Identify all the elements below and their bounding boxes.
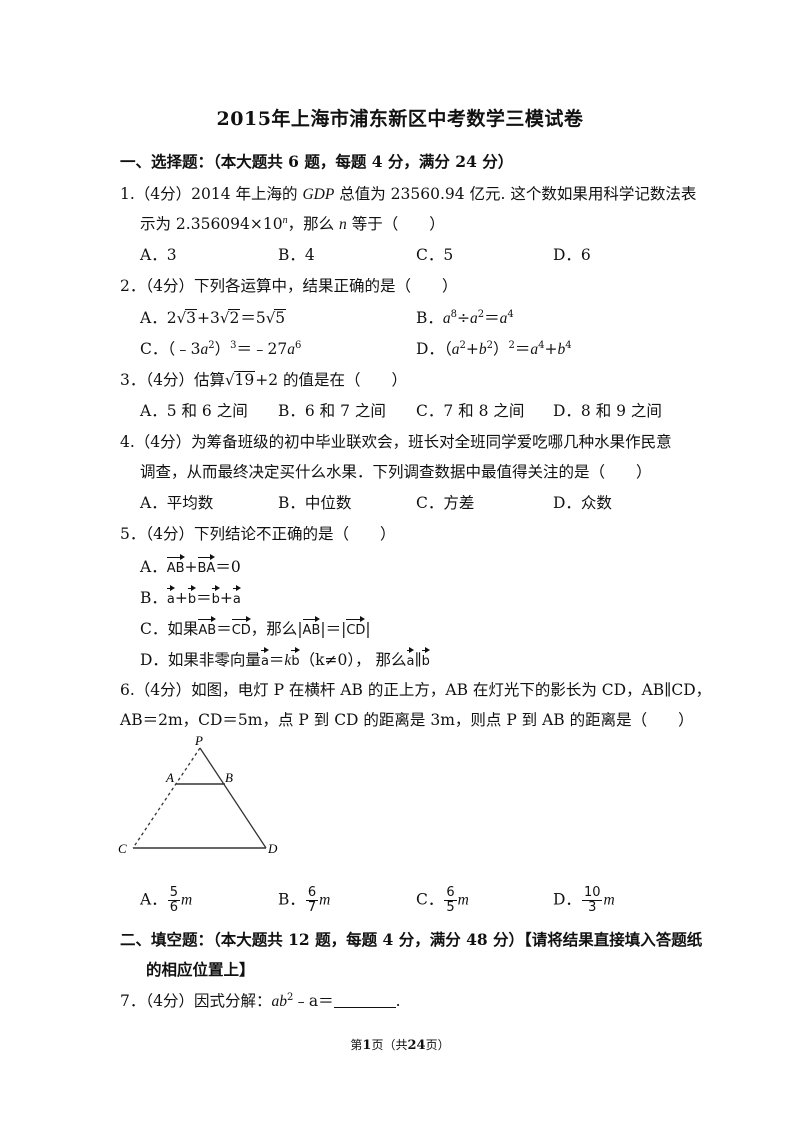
line-pc	[132, 747, 201, 849]
section-2-heading-line-1: 二、填空题：（本大题共 12 题，每题 4 分，满分 48 分）【请将结果直接填…	[120, 930, 703, 949]
question-1-line-2: 示为 2.356094×10n，那么 n 等于（ ）	[140, 215, 445, 233]
question-1-line-1: 1.（4分）2014 年上海的 GDP 总值为 23560.94 亿元. 这个数…	[120, 185, 697, 203]
q3-option-c[interactable]: C．7 和 8 之间	[416, 402, 525, 420]
q5-option-a[interactable]: A．AB+BA＝0	[140, 554, 241, 579]
section-2-heading-line-2: 的相应位置上】	[146, 960, 255, 979]
question-4-line-2: 调查，从而最终决定买什么水果．下列调查数据中最值得关注的是（ ）	[140, 463, 652, 481]
label-d: D	[267, 841, 278, 856]
q3-option-a[interactable]: A．5 和 6 之间	[140, 402, 248, 420]
q4-option-d[interactable]: D．众数	[553, 494, 612, 512]
label-c: C	[118, 841, 127, 856]
question-3-stem: 3．（4分）估算√19+2 的值是在（ ）	[120, 371, 408, 389]
q2-option-d[interactable]: D．（a2+b2）2＝a4+b4	[416, 340, 572, 358]
q4-option-b[interactable]: B．中位数	[278, 494, 352, 512]
label-a: A	[165, 770, 174, 785]
question-5-stem: 5．（4分）下列结论不正确的是（ ）	[120, 525, 396, 543]
light-shadow-figure: P A B C D	[118, 733, 278, 856]
q4-option-c[interactable]: C．方差	[416, 494, 475, 512]
label-b: B	[225, 770, 233, 785]
question-6-line-2: AB＝2m，CD＝5m，点 P 到 CD 的距离是 3m，则点 P 到 AB 的…	[120, 711, 694, 729]
label-p: P	[194, 733, 203, 748]
q1-option-d[interactable]: D．6	[553, 246, 591, 264]
question-7: 7．（4分）因式分解：ab2﹣a＝.	[120, 992, 401, 1010]
q3-option-d[interactable]: D．8 和 9 之间	[553, 402, 662, 420]
current-page-number: 1	[362, 1038, 372, 1053]
question-6-line-1: 6.（4分）如图，电灯 P 在横杆 AB 的正上方，AB 在灯光下的影长为 CD…	[120, 681, 712, 699]
q5-option-c[interactable]: C．如果AB＝CD，那么|AB|＝|CD|	[140, 616, 371, 641]
q2-option-c[interactable]: C．（﹣3a2）3＝﹣27a6	[140, 340, 302, 358]
total-page-count: 24	[407, 1038, 426, 1053]
q1-option-c[interactable]: C．5	[416, 246, 454, 264]
page-footer: 第1页（共24页）	[350, 1038, 450, 1053]
question-4-line-1: 4.（4分）为筹备班级的初中毕业联欢会，班长对全班同学爱吃哪几种水果作民意	[120, 433, 672, 451]
q7-answer-blank[interactable]	[333, 993, 396, 1008]
q2-option-b[interactable]: B．a8÷a2＝a4	[416, 309, 514, 327]
q2-option-a[interactable]: A．2√3+3√2＝5√5	[140, 309, 287, 327]
line-pd	[199, 747, 267, 849]
q4-option-a[interactable]: A．平均数	[140, 494, 214, 512]
section-1-heading: 一、选择题：（本大题共 6 题，每题 4 分，满分 24 分）	[120, 152, 514, 171]
q1-option-b[interactable]: B．4	[278, 246, 315, 264]
q5-option-d[interactable]: D．如果非零向量a＝kb（k≠0）， 那么a∥b	[140, 647, 431, 672]
q5-option-b[interactable]: B．a+b＝b+a	[140, 585, 241, 610]
page-title: 2015年上海市浦东新区中考数学三模试卷	[216, 108, 584, 130]
q1-option-a[interactable]: A．3	[140, 246, 177, 264]
q3-option-b[interactable]: B．6 和 7 之间	[278, 402, 386, 420]
question-2-stem: 2．（4分）下列各运算中，结果正确的是（ ）	[120, 277, 458, 295]
